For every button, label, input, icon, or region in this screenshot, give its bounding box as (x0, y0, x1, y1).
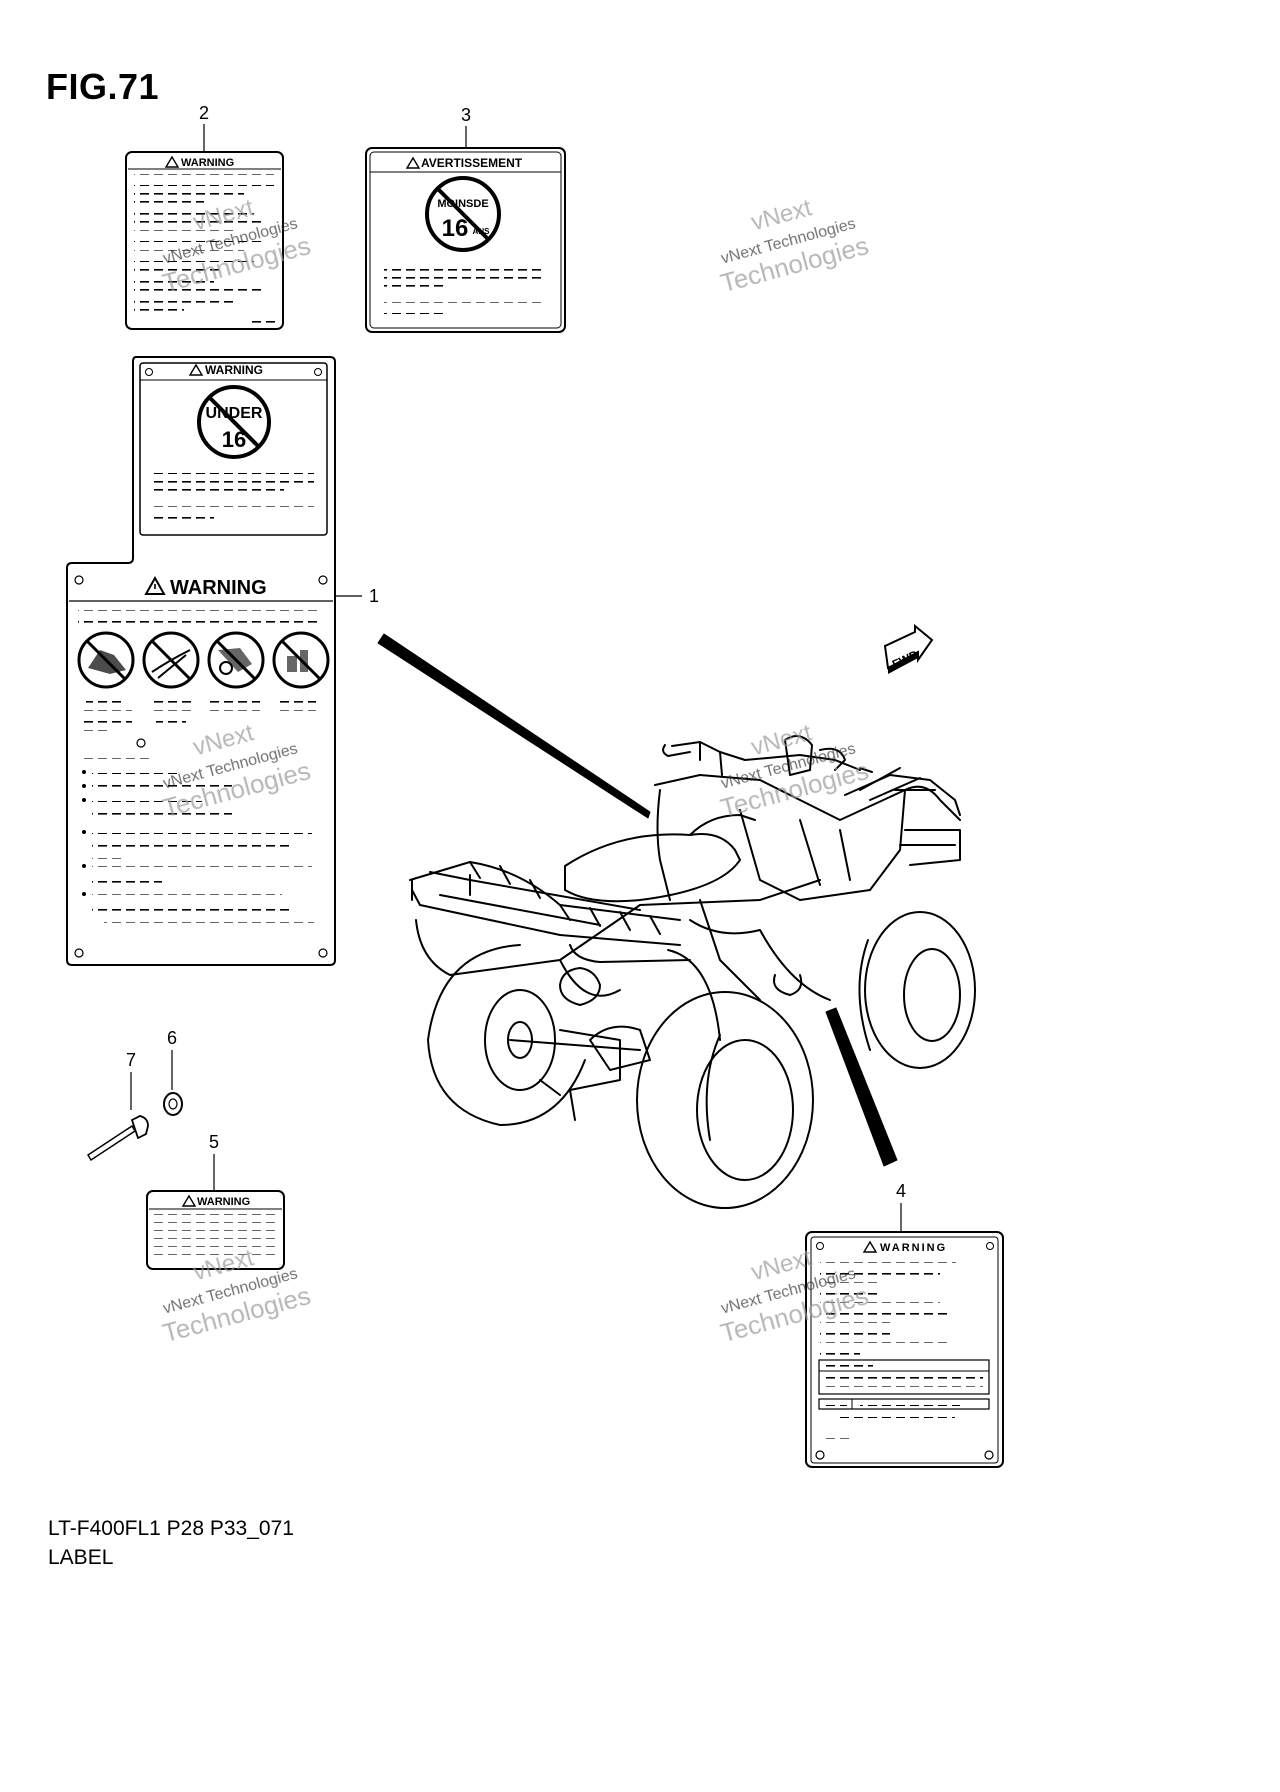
label-5-heading: WARNING (197, 1196, 250, 1208)
label-1-inset-heading: WARNING (205, 363, 263, 377)
callouts: 2 3 1 6 7 5 4 (126, 103, 906, 1232)
callout-2: 2 (199, 103, 209, 123)
callout-1: 1 (369, 586, 379, 606)
label-3-badge-top: MOINSDE (437, 198, 488, 210)
warning-triangle-icon (181, 1194, 197, 1207)
warning-triangle-icon (188, 363, 204, 376)
callout-3: 3 (461, 105, 471, 125)
warning-triangle-icon (405, 156, 421, 169)
rivet-part-7 (86, 1115, 149, 1162)
callout-7: 7 (126, 1050, 136, 1070)
warning-triangle-icon (862, 1240, 878, 1253)
label-3-heading: AVERTISSEMENT (421, 156, 523, 170)
drawing-code: LT-F400FL1 P28 P33_071 (48, 1517, 294, 1540)
figure-caption: LABEL (48, 1546, 114, 1569)
label-5: WARNING (146, 1190, 285, 1270)
pictogram-no-road-icon (142, 631, 200, 689)
label-2-heading: WARNING (181, 157, 234, 169)
label-4: WARNING (805, 1231, 1004, 1468)
atv-illustration (377, 633, 976, 1209)
label-2: WARNING (125, 151, 284, 330)
figure-title: FIG.71 (46, 66, 160, 107)
fwd-arrow-icon: FWD (883, 623, 934, 674)
pictogram-no-drugs-icon (272, 631, 330, 689)
label-3-badge-number: 16 (442, 215, 469, 242)
callout-6: 6 (167, 1028, 177, 1048)
pictogram-no-alcohol-icon (207, 631, 265, 689)
label-3: AVERTISSEMENT MOINSDE 16 ANS (365, 147, 566, 333)
label-1-heading: WARNING (170, 577, 267, 599)
warning-triangle-icon (164, 155, 180, 168)
callout-5: 5 (209, 1132, 219, 1152)
callout-4: 4 (896, 1181, 906, 1201)
no-under-16-icon: UNDER 16 (197, 385, 271, 459)
no-under-16-icon: MOINSDE 16 ANS (425, 176, 501, 252)
label-1: WARNING UNDER 16 WARNING (66, 356, 336, 966)
warning-triangle-icon (144, 575, 166, 595)
washer-part-6 (163, 1092, 183, 1116)
pictogram-no-passenger-icon (77, 631, 135, 689)
label-4-heading: WARNING (880, 1242, 947, 1254)
